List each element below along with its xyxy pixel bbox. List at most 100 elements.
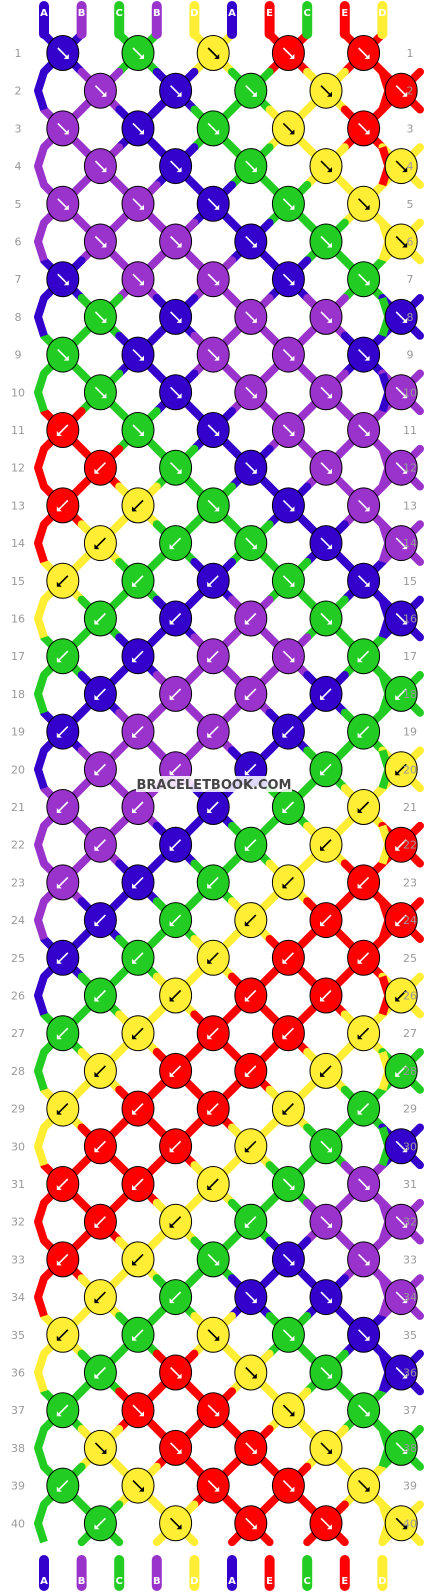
knot-arrow (245, 989, 257, 1002)
knot-arrowhead (139, 54, 144, 59)
knot-arrow (320, 160, 332, 172)
knot-arrowhead (364, 1486, 370, 1492)
knot (159, 374, 193, 411)
top-string-label: A (40, 8, 48, 19)
knot-arrow (320, 612, 332, 625)
knot-arrowhead (176, 1373, 182, 1379)
row-number-left: 37 (11, 1404, 25, 1417)
knot-arrow (94, 1517, 106, 1529)
knot (159, 826, 193, 863)
knot-arrowhead (132, 1185, 137, 1190)
knot-arrowhead (364, 581, 370, 587)
row-number-left: 32 (11, 1216, 25, 1229)
top-string-label: B (153, 8, 161, 19)
knot-arrowhead (289, 506, 295, 512)
knot (347, 1467, 381, 1504)
knot (309, 148, 343, 185)
knot-arrowhead (395, 845, 401, 851)
knot (196, 412, 230, 448)
knot (309, 223, 343, 260)
knot-arrowhead (251, 91, 257, 97)
knot-arrow (395, 1216, 407, 1228)
knot-arrowhead (327, 1448, 332, 1454)
knot-arrowhead (214, 1411, 220, 1417)
knot (83, 1279, 117, 1316)
knot (271, 261, 305, 298)
row-number-right: 18 (403, 688, 417, 701)
knot-arrow (245, 1140, 257, 1152)
knot-arrow (132, 349, 144, 361)
knot (347, 412, 381, 448)
row-number-left: 8 (15, 311, 22, 324)
knot (196, 1166, 230, 1202)
top-string-label: A (228, 8, 236, 19)
knot (234, 525, 268, 562)
knot (271, 638, 305, 675)
knot (271, 110, 305, 147)
knot-arrow (245, 1291, 257, 1303)
knot (83, 298, 117, 335)
knot-arrowhead (244, 1071, 250, 1077)
row-number-right: 28 (403, 1065, 417, 1078)
knot (83, 148, 117, 185)
knot (234, 1052, 268, 1089)
knot-arrowhead (289, 657, 295, 663)
knot (309, 1354, 343, 1391)
knot (347, 35, 381, 71)
knot-arrow (207, 349, 219, 361)
knot-arrowhead (282, 958, 288, 964)
knot (271, 1166, 305, 1202)
knot-arrowhead (251, 468, 257, 474)
knot (271, 1392, 305, 1429)
knot-arrow (207, 499, 219, 511)
row-number-right: 13 (403, 499, 417, 512)
knot (121, 1015, 155, 1052)
knot-arrowhead (402, 242, 408, 248)
knot-arrowhead (289, 1335, 295, 1341)
knot-arrow (170, 1140, 182, 1152)
knot-arrowhead (402, 1448, 408, 1454)
bottom-string-label: E (341, 1576, 348, 1587)
knot (159, 1505, 193, 1542)
knot-arrowhead (251, 393, 257, 399)
knot-arrowhead (176, 1448, 182, 1454)
knot-arrow (94, 537, 106, 549)
knot-arrow (320, 1517, 332, 1529)
knot (234, 902, 268, 939)
knot-arrowhead (139, 204, 144, 210)
edge-strand-left (34, 824, 48, 865)
knot-arrow (245, 462, 257, 474)
knot-arrow (320, 386, 332, 398)
knot-arrow (94, 688, 106, 700)
knot-arrow (245, 160, 257, 172)
knot (347, 638, 381, 675)
knot (271, 1241, 305, 1278)
knot (159, 1354, 193, 1391)
row-number-right: 2 (407, 85, 414, 98)
knot (196, 1392, 230, 1429)
knot-arrow (207, 801, 219, 813)
knot (121, 1090, 155, 1127)
knot (83, 525, 117, 562)
knot-arrow (207, 424, 219, 436)
knot-arrowhead (94, 770, 100, 776)
knot-arrow (282, 499, 294, 511)
knot-arrowhead (214, 54, 220, 59)
knot-arrowhead (139, 1411, 144, 1417)
knot (46, 1090, 80, 1127)
knot-arrow (170, 386, 182, 398)
knot-arrow (245, 235, 257, 248)
knot-arrowhead (251, 1373, 257, 1379)
top-string-label: D (190, 8, 198, 19)
knot-arrow (282, 650, 294, 662)
row-number-left: 23 (11, 876, 25, 889)
knot-arrowhead (94, 1298, 100, 1304)
row-number-right: 15 (403, 575, 417, 588)
knot (384, 223, 418, 260)
row-number-right: 8 (407, 311, 414, 324)
knot (347, 1316, 381, 1353)
knot-arrowhead (244, 1222, 250, 1228)
knot-arrow (94, 1366, 106, 1379)
knot (46, 1015, 80, 1052)
knot-arrowhead (289, 1185, 295, 1190)
